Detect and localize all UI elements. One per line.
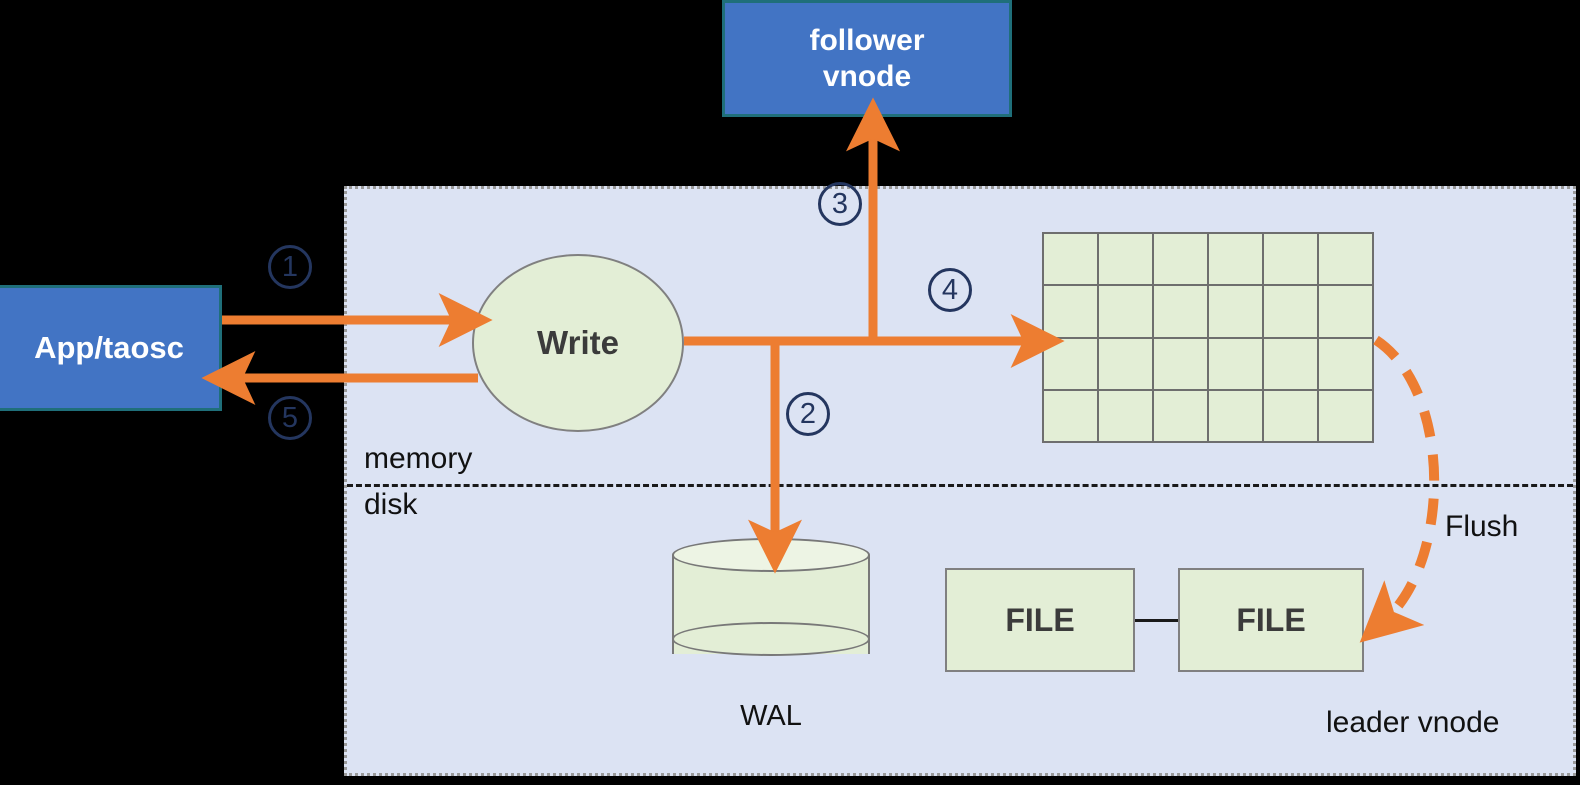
- memtable-cell: [1264, 390, 1317, 441]
- step-badge-3: 3: [818, 182, 862, 226]
- memtable-cell: [1099, 234, 1152, 285]
- memtable-cell: [1319, 286, 1372, 337]
- leader-vnode-label: leader vnode: [1326, 706, 1500, 739]
- follower-vnode-box[interactable]: follower vnode: [722, 0, 1012, 117]
- write-node-label: Write: [537, 324, 619, 361]
- memtable-cell: [1044, 286, 1097, 337]
- memtable-cell: [1264, 338, 1317, 389]
- follower-vnode-label-line2: vnode: [822, 59, 912, 93]
- memtable-cell: [1154, 390, 1207, 441]
- memtable-cell: [1319, 390, 1372, 441]
- memtable-cell: [1154, 234, 1207, 285]
- memtable-cell: [1099, 338, 1152, 389]
- memtable-cell: [1044, 338, 1097, 389]
- memory-disk-divider: [347, 484, 1573, 487]
- memtable-cell: [1264, 234, 1317, 285]
- memtable-cell: [1319, 338, 1372, 389]
- memtable-cell: [1154, 338, 1207, 389]
- cylinder-bottom-ellipse: [672, 622, 870, 656]
- memtable-cell: [1099, 390, 1152, 441]
- disk-label: disk: [364, 488, 418, 521]
- step-badge-4: 4: [928, 268, 972, 312]
- step-badge-5: 5: [268, 396, 312, 440]
- memtable-cell: [1209, 338, 1262, 389]
- follower-vnode-label: follower vnode: [809, 23, 924, 94]
- cylinder-top-ellipse: [672, 538, 870, 572]
- wal-cylinder: [672, 538, 870, 671]
- flush-label: Flush: [1445, 510, 1519, 543]
- memory-label: memory: [364, 442, 473, 475]
- memtable-cell: [1154, 286, 1207, 337]
- memtable-cell: [1209, 234, 1262, 285]
- file-box-1[interactable]: FILE: [945, 568, 1135, 672]
- memtable-cell: [1264, 286, 1317, 337]
- memtable-cell: [1209, 286, 1262, 337]
- app-taosc-label: App/taosc: [34, 329, 184, 365]
- file-box-2[interactable]: FILE: [1178, 568, 1364, 672]
- step-badge-2: 2: [786, 392, 830, 436]
- memtable-cell: [1319, 234, 1372, 285]
- wal-label: WAL: [740, 700, 802, 732]
- file-link-connector: [1135, 619, 1178, 622]
- file-box-2-label: FILE: [1236, 601, 1306, 638]
- memtable-cell: [1099, 286, 1152, 337]
- memtable-cell: [1044, 390, 1097, 441]
- memtable-cell: [1209, 390, 1262, 441]
- memtable-cell: [1044, 234, 1097, 285]
- follower-vnode-label-line1: follower: [809, 24, 925, 58]
- app-taosc-box[interactable]: App/taosc: [0, 285, 222, 411]
- step-badge-1: 1: [268, 245, 312, 289]
- memtable-grid: [1042, 232, 1374, 443]
- write-node[interactable]: Write: [472, 254, 684, 432]
- file-box-1-label: FILE: [1005, 601, 1075, 638]
